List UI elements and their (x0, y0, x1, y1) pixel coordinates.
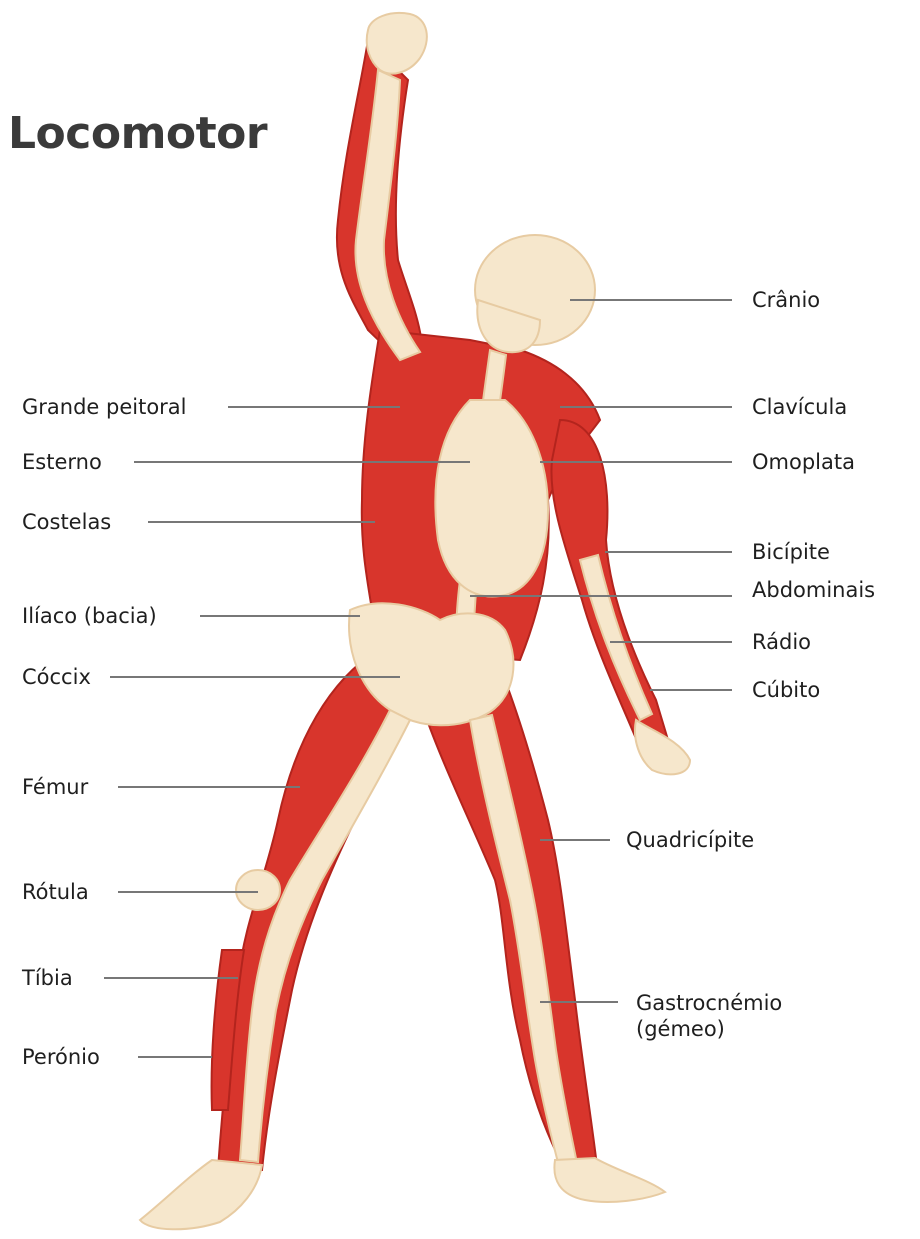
label-tibia: Tíbia (22, 965, 73, 991)
label-bicipite: Bicípite (752, 539, 830, 565)
label-cubito: Cúbito (752, 677, 820, 703)
left-kneecap-bone (236, 870, 280, 910)
lower-arm-muscle (551, 420, 668, 748)
label-grande-peitoral: Grande peitoral (22, 394, 187, 420)
lower-arm-bone (580, 555, 652, 720)
label-cranio: Crânio (752, 287, 820, 313)
label-radio: Rádio (752, 629, 811, 655)
label-quadricipite: Quadricípite (626, 827, 754, 853)
right-leg-muscle (420, 680, 596, 1160)
right-foot-bone (554, 1158, 665, 1202)
label-costelas: Costelas (22, 509, 111, 535)
label-esterno: Esterno (22, 449, 102, 475)
label-abdominais: Abdominais (752, 577, 875, 603)
left-foot-bone (140, 1160, 262, 1229)
label-gastrocnemio: Gastrocnémio (gémeo) (636, 990, 782, 1042)
label-omoplata: Omoplata (752, 449, 855, 475)
label-iliaco: Ilíaco (bacia) (22, 603, 157, 629)
label-clavicula: Clavícula (752, 394, 847, 420)
label-femur: Fémur (22, 774, 88, 800)
label-rotula: Rótula (22, 879, 89, 905)
label-peronio: Perónio (22, 1044, 100, 1070)
label-coccix: Cóccix (22, 664, 91, 690)
raised-hand-bone (367, 13, 427, 74)
